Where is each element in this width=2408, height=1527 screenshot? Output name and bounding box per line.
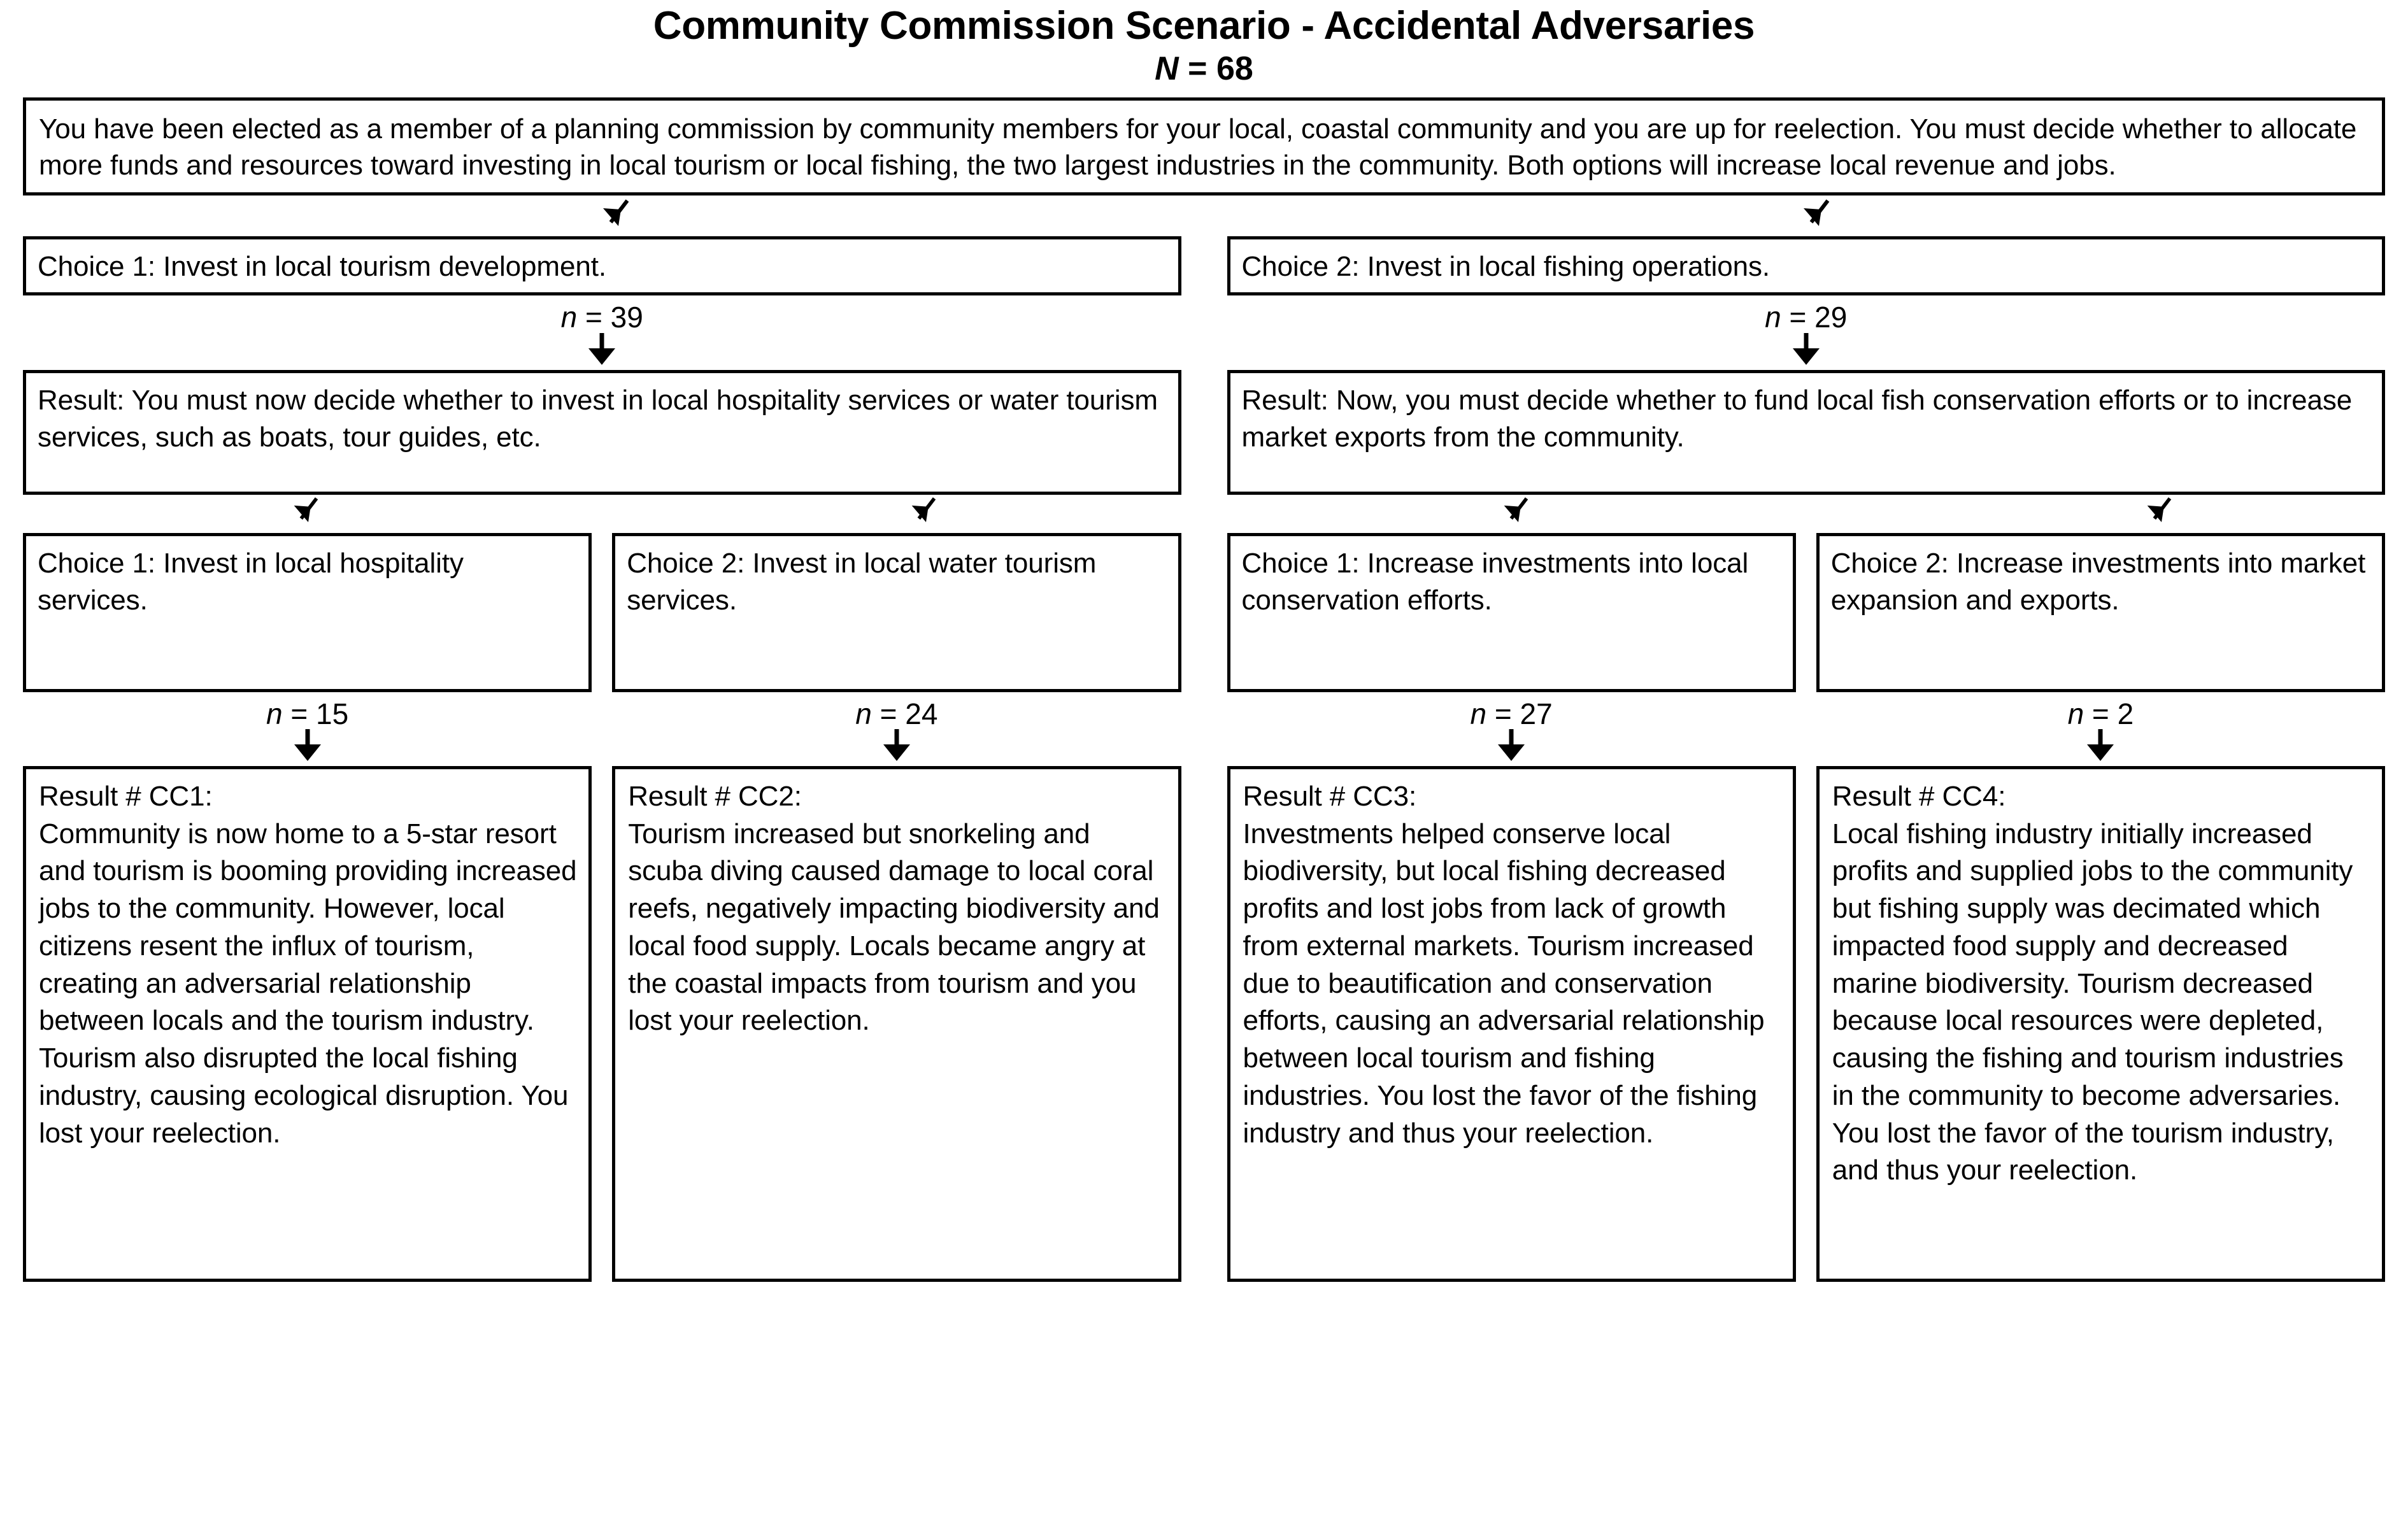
result-text: Local fishing industry initially increas… [1832,818,2353,1186]
branch-fishing: Choice 2: Invest in local fishing operat… [1227,236,2386,495]
result-text: Result: You must now decide whether to i… [38,384,1158,453]
arrow-down-icon [883,728,910,761]
n-symbol: n [266,697,283,730]
result-label: Result # CC3: [1243,780,1417,812]
result-label: Result # CC2: [628,780,802,812]
n-value: = 15 [282,697,349,730]
choice-label: Choice 2: Increase investments into mark… [1830,547,2366,616]
diagonal-arrow-icon [1800,198,1838,238]
arrow-band-level1 [23,195,2385,236]
result-text: Community is now home to a 5-star resort… [39,818,577,1149]
n-symbol: n [1470,697,1487,730]
choice-label: Choice 1: Increase investments into loca… [1241,547,1749,616]
choice-box-water-tourism[interactable]: Choice 2: Invest in local water tourism … [612,532,1181,692]
arrow-down-icon [1792,332,1820,365]
choice-label: Choice 1: Invest in local tourism develo… [38,251,606,283]
sample-size-total: N = 68 [23,50,2385,89]
choice-box-level1-fishing[interactable]: Choice 2: Invest in local fishing operat… [1227,236,2385,296]
sample-size-symbol: N [1155,50,1179,87]
choice-box-conservation[interactable]: Choice 1: Increase investments into loca… [1227,532,1796,692]
arrow-down-left-icon [1504,497,1528,522]
n-symbol: n [560,301,578,334]
diagonal-arrow-icon [290,496,326,534]
n-label-cc2: n = 24 [612,692,1181,729]
level1-choice-row: Choice 1: Invest in local tourism develo… [23,236,2386,495]
level2-choice-row: Choice 1: Invest in local hospitality se… [23,532,2385,1282]
n-label-cc3: n = 27 [1227,692,1796,729]
n-symbol: n [2067,697,2084,730]
choice-label: Choice 2: Invest in local water tourism … [627,547,1097,616]
branch-tourism: Choice 1: Invest in local tourism develo… [23,236,1181,495]
result-text: Investments helped conserve local biodiv… [1243,818,1765,1149]
choice-label: Choice 2: Invest in local fishing operat… [1241,251,1770,283]
n-label-cc1: n = 15 [23,692,592,729]
diagonal-arrow-icon [1500,496,1536,534]
n-symbol: n [1765,301,1781,334]
leaf-cc3: Choice 1: Increase investments into loca… [1227,532,1796,1282]
n-value: = 29 [1781,301,1848,334]
choice-box-level1-tourism[interactable]: Choice 1: Invest in local tourism develo… [23,236,1181,296]
arrow-wrap [23,728,592,766]
leaf-cc1: Choice 1: Invest in local hospitality se… [23,532,592,1282]
arrow-wrap [612,728,1181,766]
group-fishing: Choice 1: Increase investments into loca… [1227,532,2385,1282]
arrow-down-left-icon [2147,497,2172,522]
diagonal-arrow-icon [2144,496,2179,534]
result-box-cc1: Result # CC1: Community is now home to a… [23,765,592,1282]
result-box-cc2: Result # CC2: Tourism increased but snor… [612,765,1181,1282]
scenario-prompt-box: You have been elected as a member of a p… [23,97,2385,196]
result-box-level1-tourism: Result: You must now decide whether to i… [23,369,1181,495]
leaf-cc4: Choice 2: Increase investments into mark… [1816,532,2385,1282]
arrow-down-icon [1498,728,1525,761]
result-label: Result # CC4: [1832,780,2006,812]
diagonal-arrow-icon [908,496,944,534]
n-value: = 39 [577,301,643,334]
arrow-wrap [1816,728,2385,766]
sample-size-value: = 68 [1178,50,1253,87]
n-value: = 24 [871,697,938,730]
arrow-down-left-icon [294,497,318,522]
n-symbol: n [855,697,872,730]
arrow-down-icon [294,728,321,761]
arrow-down-icon [588,332,616,365]
choice-box-hospitality[interactable]: Choice 1: Invest in local hospitality se… [23,532,592,692]
result-label: Result # CC1: [39,780,213,812]
result-box-cc3: Result # CC3: Investments helped conserv… [1227,765,1796,1282]
page-title: Community Commission Scenario - Accident… [653,4,1755,48]
n-label-level1-fishing: n = 29 [1227,295,2386,332]
arrow-wrap [1227,728,1796,766]
arrow-down-left-icon [911,497,936,522]
result-text: Tourism increased but snorkeling and scu… [628,818,1160,1037]
leaf-cc2: Choice 2: Invest in local water tourism … [612,532,1181,1282]
arrow-down-left-icon [603,199,629,227]
arrow-band-level2 [23,495,2385,533]
arrow-down-icon [2087,728,2114,761]
title-block: Community Commission Scenario - Accident… [23,0,2385,89]
n-value: = 2 [2084,697,2134,730]
n-label-level1-tourism: n = 39 [23,295,1181,332]
result-text: Result: Now, you must decide whether to … [1241,384,2353,453]
arrow-wrap [23,332,1181,370]
result-box-level1-fishing: Result: Now, you must decide whether to … [1227,369,2385,495]
n-value: = 27 [1486,697,1553,730]
arrow-wrap [1227,332,2386,370]
choice-label: Choice 1: Invest in local hospitality se… [38,547,464,616]
diagonal-arrow-icon [599,198,638,238]
scenario-prompt-text: You have been elected as a member of a p… [39,113,2357,181]
n-label-cc4: n = 2 [1816,692,2385,729]
group-tourism: Choice 1: Invest in local hospitality se… [23,532,1181,1282]
result-box-cc4: Result # CC4: Local fishing industry ini… [1816,765,2385,1282]
choice-box-market-expansion[interactable]: Choice 2: Increase investments into mark… [1816,532,2385,692]
arrow-down-left-icon [1804,199,1830,227]
